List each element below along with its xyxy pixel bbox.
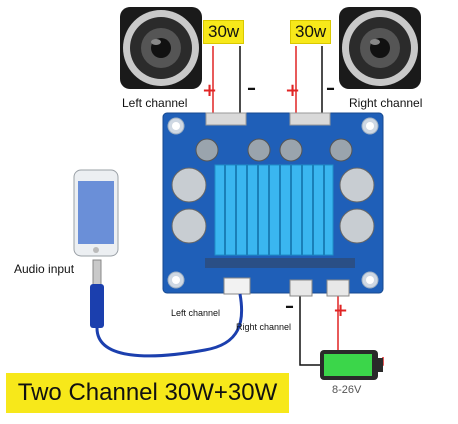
right-plus-sign: + bbox=[285, 80, 301, 101]
gnd-minus-sign: – bbox=[285, 296, 294, 317]
voltage-label: 8-26V bbox=[332, 384, 362, 396]
right-wattage-label: 30w bbox=[290, 20, 332, 44]
left-minus-sign: – bbox=[247, 78, 256, 99]
right-minus-sign: – bbox=[326, 78, 335, 99]
amplifier-board bbox=[162, 112, 384, 297]
left-wattage-label: 30w bbox=[203, 20, 245, 44]
audio-cable bbox=[90, 259, 244, 358]
speaker-wires bbox=[212, 46, 323, 113]
left-channel-label: Left channel bbox=[122, 96, 188, 110]
input-left-channel-label: Left channel bbox=[171, 308, 221, 318]
vcc-plus-sign: + bbox=[333, 300, 349, 321]
audio-input-label: Audio input bbox=[14, 262, 75, 276]
smartphone-icon bbox=[73, 169, 119, 257]
left-plus-sign: + bbox=[202, 80, 218, 101]
right-speaker-icon bbox=[339, 7, 421, 89]
title-banner: Two Channel 30W+30W bbox=[6, 373, 289, 413]
battery-icon bbox=[320, 350, 383, 380]
input-right-channel-label: Right channel bbox=[236, 322, 292, 332]
left-speaker-icon bbox=[120, 7, 202, 89]
right-channel-label: Right channel bbox=[349, 96, 423, 110]
